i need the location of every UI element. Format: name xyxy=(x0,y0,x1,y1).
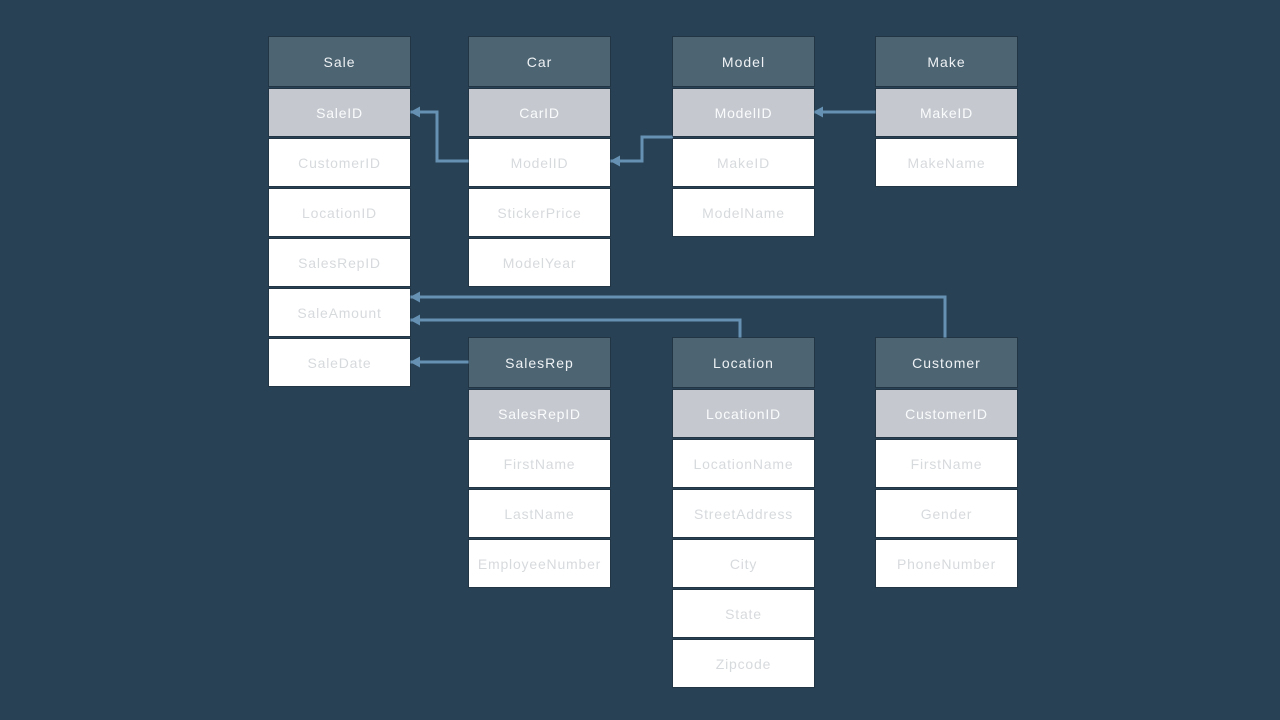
field-salesrep-salesrepid: SalesRepID xyxy=(469,390,610,437)
connector-sale-to-customer-arrowhead-icon xyxy=(410,291,420,303)
connector-sale-to-car-arrowhead-icon xyxy=(410,106,420,118)
field-location-city: City xyxy=(673,540,814,587)
connector-model-to-make-arrowhead-icon xyxy=(813,106,823,118)
connector-sale-to-car xyxy=(410,110,469,163)
field-sale-customerid: CustomerID xyxy=(269,139,410,186)
field-model-modelname: ModelName xyxy=(673,189,814,236)
table-title-sale: Sale xyxy=(269,37,410,86)
field-customer-gender: Gender xyxy=(876,490,1017,537)
connector-car-to-model xyxy=(610,135,673,163)
table-title-make: Make xyxy=(876,37,1017,86)
field-sale-salesrepid: SalesRepID xyxy=(269,239,410,286)
connector-sale-to-location xyxy=(410,318,742,338)
field-sale-saleamount: SaleAmount xyxy=(269,289,410,336)
field-salesrep-firstname: FirstName xyxy=(469,440,610,487)
table-title-model: Model xyxy=(673,37,814,86)
connector-sale-to-salesrep-arrowhead-icon xyxy=(410,356,420,368)
field-sale-locationid: LocationID xyxy=(269,189,410,236)
connector-sale-to-location-arrowhead-icon xyxy=(410,314,420,326)
field-customer-firstname: FirstName xyxy=(876,440,1017,487)
field-make-makename: MakeName xyxy=(876,139,1017,186)
field-location-zipcode: Zipcode xyxy=(673,640,814,687)
connector-car-to-model-arrowhead-icon xyxy=(610,155,620,167)
field-model-makeid: MakeID xyxy=(673,139,814,186)
field-car-modelid: ModelID xyxy=(469,139,610,186)
field-make-makeid: MakeID xyxy=(876,89,1017,136)
field-location-state: State xyxy=(673,590,814,637)
field-sale-saleid: SaleID xyxy=(269,89,410,136)
field-customer-phonenumber: PhoneNumber xyxy=(876,540,1017,587)
field-sale-saledate: SaleDate xyxy=(269,339,410,386)
field-customer-customerid: CustomerID xyxy=(876,390,1017,437)
field-salesrep-employeenumber: EmployeeNumber xyxy=(469,540,610,587)
field-model-modelid: ModelID xyxy=(673,89,814,136)
field-car-modelyear: ModelYear xyxy=(469,239,610,286)
field-salesrep-lastname: LastName xyxy=(469,490,610,537)
field-location-locationname: LocationName xyxy=(673,440,814,487)
field-car-stickerprice: StickerPrice xyxy=(469,189,610,236)
table-title-location: Location xyxy=(673,338,814,387)
connector-sale-to-customer xyxy=(410,295,947,338)
field-location-locationid: LocationID xyxy=(673,390,814,437)
table-title-customer: Customer xyxy=(876,338,1017,387)
field-location-streetaddress: StreetAddress xyxy=(673,490,814,537)
field-car-carid: CarID xyxy=(469,89,610,136)
table-title-car: Car xyxy=(469,37,610,86)
table-title-salesrep: SalesRep xyxy=(469,338,610,387)
